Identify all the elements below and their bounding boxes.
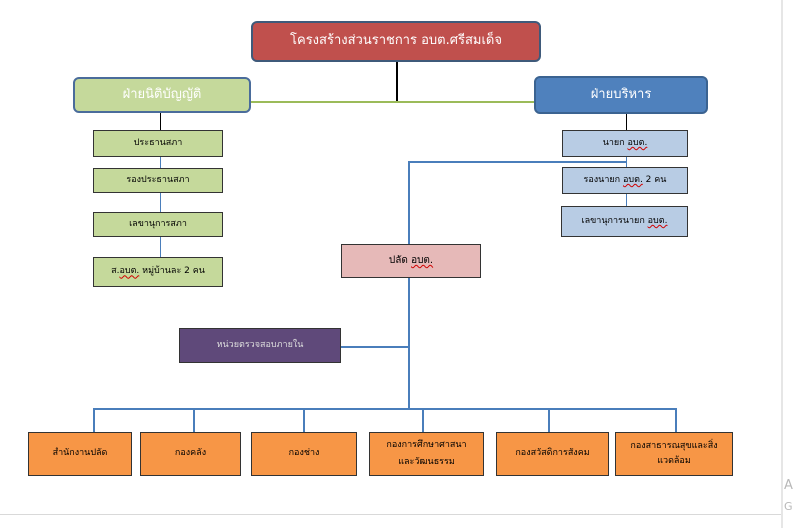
connector-executive <box>626 193 627 207</box>
internal-audit-unit: หน่วยตรวจสอบภายใน <box>179 328 341 363</box>
connector-heads <box>250 101 536 103</box>
page-bottom-edge <box>0 514 781 515</box>
department-box: กองคลัง <box>140 432 241 476</box>
connector-department <box>422 408 424 433</box>
connector-departments <box>93 408 677 410</box>
connector-department <box>303 408 305 433</box>
connector-mayor-clerk <box>408 161 626 163</box>
department-label: สำนักงานปลัด <box>52 448 108 459</box>
executive-mayor: นายก อบต. <box>562 130 688 157</box>
department-box: กองการศึกษาศาสนาและวัฒนธรรม <box>369 432 484 476</box>
connector-executive <box>626 156 627 168</box>
executive-deputy-mayor: รองนายก อบต. 2 คน <box>562 167 688 194</box>
connector-clerk-trunk <box>408 161 410 408</box>
council-members: ส.อบต. หมู่บ้านละ 2 คน <box>93 257 223 287</box>
legislative-chair: ประธานสภา <box>93 130 223 157</box>
department-label: กองสาธารณสุขและสิ่งแวดล้อม <box>630 440 718 466</box>
executive-head-text: ฝ่ายบริหาร <box>590 86 652 102</box>
chief-administrator: ปลัด อบต. <box>341 244 481 278</box>
connector-audit <box>340 346 409 348</box>
connector-legislative <box>160 156 161 168</box>
department-box: สำนักงานปลัด <box>28 432 132 476</box>
executive-mayor-text: นายก อบต. <box>602 137 648 148</box>
org-title-text: โครงสร้างส่วนราชการ อบต.ศรีสมเด็จ <box>290 33 502 49</box>
legislative-secretary: เลขานุการสภา <box>93 212 223 237</box>
connector-department <box>193 408 195 433</box>
legislative-secretary-text: เลขานุการสภา <box>129 218 187 229</box>
department-label: กองช่าง <box>288 448 320 459</box>
legislative-chair-text: ประธานสภา <box>133 137 183 148</box>
department-box: กองสวัสดิการสังคม <box>496 432 609 476</box>
connector-legislative <box>160 236 161 258</box>
department-box: กองช่าง <box>251 432 357 476</box>
connector-executive <box>626 113 627 130</box>
legislative-head-text: ฝ่ายนิติบัญญัติ <box>122 86 202 102</box>
internal-audit-unit-text: หน่วยตรวจสอบภายใน <box>216 339 304 350</box>
legislative-vice-chair: รองประธานสภา <box>93 168 223 193</box>
council-members-text: ส.อบต. หมู่บ้านละ 2 คน <box>111 266 205 277</box>
executive-secretary: เลขานุการนายก อบต. <box>561 206 688 237</box>
department-label: กองสวัสดิการสังคม <box>515 448 590 459</box>
cut-off-letter: A <box>784 478 793 493</box>
executive-secretary-text: เลขานุการนายก อบต. <box>581 215 668 226</box>
connector-department <box>548 408 550 433</box>
executive-head: ฝ่ายบริหาร <box>534 76 708 114</box>
legislative-head: ฝ่ายนิติบัญญัติ <box>73 77 251 113</box>
department-label: กองการศึกษาศาสนาและวัฒนธรรม <box>386 439 467 467</box>
connector-legislative <box>160 192 161 212</box>
connector-legislative <box>160 112 161 130</box>
executive-deputy-mayor-text: รองนายก อบต. 2 คน <box>583 174 667 185</box>
department-box: กองสาธารณสุขและสิ่งแวดล้อม <box>615 432 733 476</box>
legislative-vice-chair-text: รองประธานสภา <box>126 174 190 185</box>
page-right-edge <box>781 0 783 528</box>
connector-title-down <box>396 61 398 102</box>
connector-department <box>675 408 677 433</box>
chief-administrator-text: ปลัด อบต. <box>388 254 434 266</box>
cut-off-letter: G <box>784 500 793 513</box>
connector-department <box>93 408 95 433</box>
department-label: กองคลัง <box>174 448 207 459</box>
org-title: โครงสร้างส่วนราชการ อบต.ศรีสมเด็จ <box>251 21 541 62</box>
